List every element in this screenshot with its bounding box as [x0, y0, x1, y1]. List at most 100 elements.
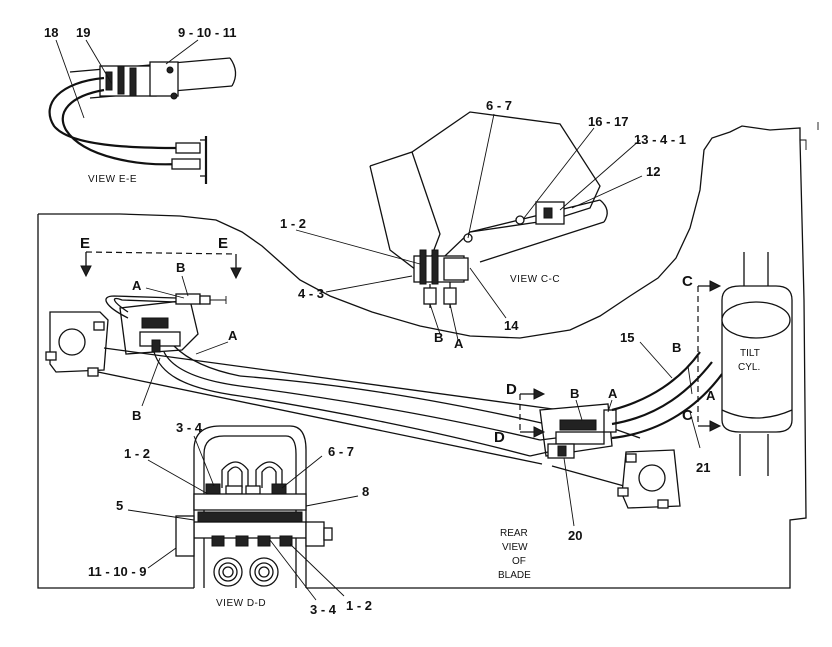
callout-6-7-top: 6 - 7 — [486, 98, 512, 113]
rear-label-2: VIEW — [502, 542, 528, 553]
section-e-left: E — [80, 235, 90, 252]
callout-1-2-bot: 1 - 2 — [346, 598, 372, 613]
right-hose-nut — [557, 445, 567, 457]
ee-bolt-2 — [117, 65, 125, 95]
tilt-cyl-label-2: CYL. — [738, 362, 760, 373]
right-plate-bolt-2 — [657, 499, 669, 509]
right-plate-bolt-3 — [625, 453, 637, 463]
callout-4-3: 4 - 3 — [298, 286, 324, 301]
dd-side-bolt-left — [175, 515, 195, 557]
tilt-cylinder: TILT CYL. — [721, 252, 793, 476]
dd-lower-nut-2 — [235, 535, 249, 547]
letter-a-cc: A — [454, 336, 464, 351]
dd-lower-nut-4 — [279, 535, 293, 547]
view-dd-inset: VIEW D-D 3 - 4 1 - 2 6 - 7 8 5 11 - 10 -… — [88, 420, 372, 617]
callout-12: 12 — [646, 164, 660, 179]
cc-bolt-head — [515, 215, 525, 225]
ee-hose-end-upper — [175, 142, 201, 154]
callout-3-4-top: 3 - 4 — [176, 420, 203, 435]
left-plate-bolt-1 — [93, 321, 105, 331]
right-fitting-assembly: B A 20 — [529, 386, 681, 543]
rear-label-1: REAR — [500, 528, 528, 539]
view-dd-label: VIEW D-D — [216, 598, 266, 609]
letter-a-ee-hose: A — [132, 278, 142, 293]
ee-nut-1 — [166, 66, 174, 74]
left-plate-bolt-3 — [87, 367, 99, 377]
callout-1-2-dd: 1 - 2 — [124, 446, 150, 461]
dd-nut-4 — [271, 483, 287, 495]
cc-bolt-2 — [431, 249, 439, 285]
callout-21: 21 — [696, 460, 710, 475]
rear-label-4: BLADE — [498, 570, 531, 581]
callout-15: 15 — [620, 330, 634, 345]
right-block-clamp — [559, 419, 597, 431]
right-block-lower — [555, 431, 605, 445]
hose-lines-main — [97, 347, 641, 487]
right-plate-bolt-1 — [617, 487, 629, 497]
ee-manifold — [149, 61, 179, 97]
letter-a-left-block: A — [228, 328, 238, 343]
ee-nut-2 — [170, 92, 178, 100]
callout-18: 18 — [44, 25, 58, 40]
letter-b-cc: B — [434, 330, 443, 345]
dd-nut-1 — [205, 483, 221, 495]
left-plate-bolt-2 — [45, 351, 57, 361]
ee-hose-end-lower — [171, 158, 201, 170]
view-cc-inset: VIEW C-C B A 6 - 7 16 - 17 13 - 4 - 1 12… — [280, 98, 686, 351]
dd-lower-nut-1 — [211, 535, 225, 547]
callout-1-2-cc: 1 - 2 — [280, 216, 306, 231]
hoses-to-tilt-cylinder: 15 B A 21 — [611, 330, 723, 475]
cc-port-b — [423, 287, 437, 305]
view-cc-label: VIEW C-C — [510, 274, 560, 285]
letter-b-right-block: B — [570, 386, 579, 401]
section-d-bottom: D — [494, 429, 505, 446]
dd-clamp-bar — [197, 511, 303, 523]
cc-upper-nut — [543, 207, 553, 219]
callout-16-17: 16 - 17 — [588, 114, 628, 129]
callout-8: 8 — [362, 484, 369, 499]
tilt-cylinder-top-cap — [721, 301, 791, 339]
blade-outline — [37, 122, 819, 589]
callout-13-4-1: 13 - 4 - 1 — [634, 132, 686, 147]
left-block-clamp — [141, 317, 169, 329]
callout-19: 19 — [76, 25, 90, 40]
callout-11-10-9: 11 - 10 - 9 — [88, 564, 147, 579]
ee-bolt-1 — [105, 71, 113, 91]
rear-view-label: REAR VIEW OF BLADE — [498, 528, 531, 581]
letter-a-tilt: A — [706, 388, 716, 403]
section-cc-marker: C C — [682, 273, 722, 432]
section-d-top: D — [506, 381, 517, 398]
dd-side-bolt-tip — [323, 527, 333, 541]
rear-label-3: OF — [512, 556, 526, 567]
dd-nut-3 — [245, 485, 261, 495]
cc-port-a — [443, 287, 457, 305]
section-c-bottom: C — [682, 407, 693, 424]
letter-b-ee-hose: B — [176, 260, 185, 275]
callout-14: 14 — [504, 318, 519, 333]
section-c-top: C — [682, 273, 693, 290]
dd-clamp-upper — [193, 493, 307, 511]
dd-nut-2 — [225, 485, 243, 495]
ee-bolt-3 — [129, 67, 137, 97]
callout-20: 20 — [568, 528, 582, 543]
callout-6-7-dd: 6 - 7 — [328, 444, 354, 459]
dd-lower-nut-3 — [257, 535, 271, 547]
cc-block-right — [443, 257, 469, 281]
left-fitting-assembly: A B A B — [45, 260, 241, 423]
left-hose-connector-tip — [199, 295, 211, 305]
callout-3-4-bot: 3 - 4 — [310, 602, 337, 617]
view-ee-inset: VIEW E-E 18 19 9 - 10 - 11 — [44, 25, 237, 185]
callout-9-10-11: 9 - 10 - 11 — [178, 25, 237, 40]
right-block-side — [603, 409, 617, 433]
section-ee-marker: E E — [80, 235, 242, 280]
view-ee-label: VIEW E-E — [88, 174, 137, 185]
letter-b-tilt: B — [672, 340, 681, 355]
dd-side-bolt-right — [305, 521, 325, 547]
left-block-nut — [151, 339, 161, 353]
tilt-cyl-label-1: TILT — [740, 348, 760, 359]
section-e-right: E — [218, 235, 228, 252]
callout-5: 5 — [116, 498, 123, 513]
cc-bolt-1 — [419, 249, 427, 285]
letter-b-left-block: B — [132, 408, 141, 423]
